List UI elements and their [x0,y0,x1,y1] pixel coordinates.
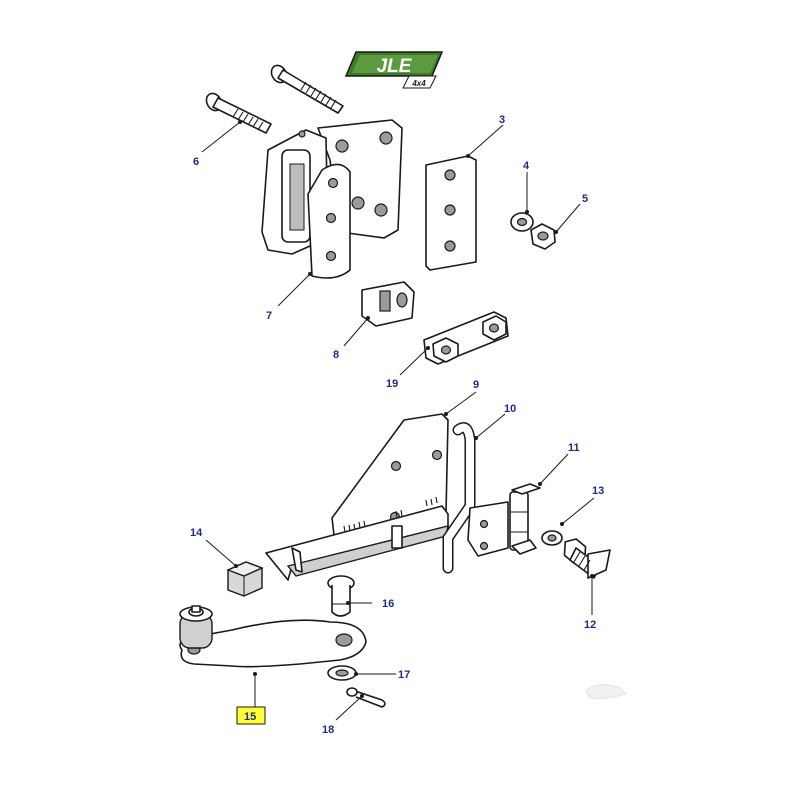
callout-13: 13 [592,485,604,497]
callout-labels: 3 4 5 6 7 8 19 9 10 11 13 12 14 16 17 18… [190,114,604,736]
highlight-box-15 [236,706,266,725]
callout-6: 6 [193,156,199,168]
washer-part-17 [327,665,357,681]
washer-part-4 [510,212,534,232]
clip-nut-part-8 [361,281,415,327]
callout-17: 17 [398,669,410,681]
logo-subtitle: 4x4 [411,79,426,88]
leader-lines [201,120,595,721]
pin-part-16 [327,575,355,617]
callout-19: 19 [386,378,398,390]
arm-part-15 [179,605,367,668]
callout-4: 4 [523,160,530,172]
logo-brand: JLE [377,56,413,77]
callout-11: 11 [568,442,580,454]
nut-plate-part-19 [423,311,509,365]
rubber-block-part-14 [226,561,264,597]
callout-10: 10 [504,403,516,415]
callout-18: 18 [322,724,334,736]
callout-7: 7 [266,310,272,322]
watermark-mark [585,684,627,699]
nut-part-5 [530,223,556,250]
hex-bolt-part-12 [563,538,611,579]
callout-15: 15 [244,711,256,723]
bolt-part-6 [205,64,344,134]
jle-logo: JLE 4x4 [344,51,444,89]
callout-9: 9 [473,379,479,391]
callout-16: 16 [382,598,394,610]
callout-8: 8 [333,349,339,361]
callout-12: 12 [584,619,596,631]
callout-14: 14 [190,527,203,539]
bracket-part-9 [265,413,449,581]
rod-part-10 [442,422,476,574]
hinge-leaf-part-11 [467,483,541,557]
callout-3: 3 [499,114,505,126]
washer-part-13 [541,530,563,546]
callout-5: 5 [582,193,588,205]
hinge-plate-part-7 [307,163,351,279]
plate-part-3 [425,155,477,271]
split-pin-part-18 [346,687,386,708]
